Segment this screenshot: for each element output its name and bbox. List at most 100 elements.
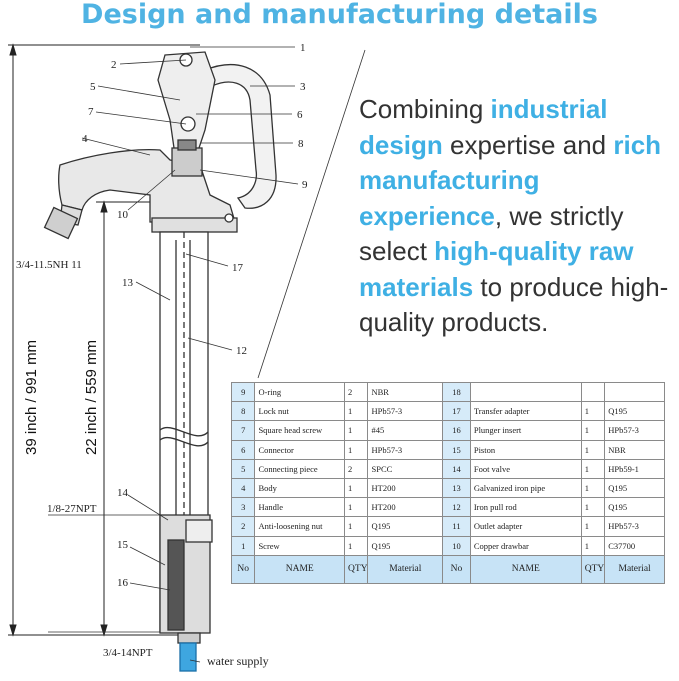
part-material: NBR bbox=[367, 381, 444, 403]
part-name: Transfer adapter bbox=[469, 401, 582, 422]
header-no: No bbox=[230, 554, 256, 584]
part-material: HT200 bbox=[367, 497, 444, 518]
part-qty: 1 bbox=[580, 458, 606, 479]
part-no: 11 bbox=[442, 516, 471, 537]
callout-6: 6 bbox=[297, 109, 303, 121]
part-name: Screw bbox=[254, 535, 346, 556]
callout-14: 14 bbox=[117, 487, 129, 499]
part-no: 3 bbox=[230, 497, 256, 518]
part-no: 15 bbox=[442, 439, 471, 460]
part-name: Galvanized iron pipe bbox=[469, 477, 582, 499]
part-qty: 1 bbox=[580, 401, 606, 422]
part-material: C37700 bbox=[604, 535, 665, 556]
promo-segment: expertise and bbox=[442, 129, 614, 160]
callout-7: 7 bbox=[88, 106, 94, 118]
part-name: Anti-loosening nut bbox=[254, 516, 346, 537]
part-no: 6 bbox=[230, 439, 256, 460]
part-qty: 1 bbox=[580, 516, 606, 537]
promo-highlight: high-quality raw materials bbox=[359, 236, 634, 302]
part-name: Handle bbox=[254, 497, 346, 518]
part-name: Piston bbox=[469, 439, 582, 460]
part-material: Q195 bbox=[604, 477, 665, 499]
part-qty: 1 bbox=[344, 439, 369, 460]
part-material: Q195 bbox=[604, 497, 665, 518]
callout-15: 15 bbox=[117, 539, 129, 551]
callout-17: 17 bbox=[232, 262, 244, 274]
part-material: HPb57-3 bbox=[367, 401, 444, 422]
callout-10: 10 bbox=[117, 209, 129, 221]
header-no-2: No bbox=[442, 554, 471, 584]
part-name: Outlet adapter bbox=[469, 516, 582, 537]
part-name: Lock nut bbox=[254, 401, 346, 422]
part-name: Plunger insert bbox=[469, 420, 582, 441]
part-material: Q195 bbox=[367, 516, 444, 537]
part-no: 9 bbox=[230, 381, 256, 403]
part-no: 18 bbox=[442, 381, 471, 403]
header-name-2: NAME bbox=[469, 554, 582, 584]
part-no: 7 bbox=[230, 420, 256, 441]
callout-9: 9 bbox=[302, 179, 308, 191]
part-material: SPCC bbox=[367, 458, 444, 479]
part-qty: 1 bbox=[580, 535, 606, 556]
callout-12: 12 bbox=[236, 345, 247, 357]
part-name: Body bbox=[254, 477, 346, 499]
callout-13: 13 bbox=[122, 277, 134, 289]
thread-mid-label: 1/8-27NPT bbox=[47, 503, 97, 515]
part-qty: 1 bbox=[344, 535, 369, 556]
header-qty-2: QTY bbox=[580, 554, 606, 584]
promo-text: Combining industrial design expertise an… bbox=[359, 92, 679, 341]
header-name: NAME bbox=[254, 554, 346, 584]
callout-3: 3 bbox=[300, 81, 306, 93]
part-material: HPb59-1 bbox=[604, 458, 665, 479]
part-material: HPb57-3 bbox=[604, 516, 665, 537]
part-material: Q195 bbox=[604, 401, 665, 422]
part-name bbox=[469, 381, 582, 403]
part-qty: 1 bbox=[580, 477, 606, 499]
part-name: Copper drawbar bbox=[469, 535, 582, 556]
part-name: Square head screw bbox=[254, 420, 346, 441]
part-qty bbox=[580, 381, 606, 403]
promo-highlight: rich manufacturing experience bbox=[359, 129, 662, 231]
part-qty: 1 bbox=[344, 420, 369, 441]
part-name: Iron pull rod bbox=[469, 497, 582, 518]
part-no: 8 bbox=[230, 401, 256, 422]
part-qty: 2 bbox=[344, 381, 369, 403]
part-no: 17 bbox=[442, 401, 471, 422]
thread-inlet-label: 3/4-14NPT bbox=[103, 647, 153, 659]
part-no: 4 bbox=[230, 477, 256, 499]
part-material: NBR bbox=[604, 439, 665, 460]
part-name: O-ring bbox=[254, 381, 346, 403]
part-material: HPb57-3 bbox=[367, 439, 444, 460]
part-name: Connecting piece bbox=[254, 458, 346, 479]
part-name: Foot valve bbox=[469, 458, 582, 479]
promo-segment: , we strictly select bbox=[359, 200, 624, 267]
part-qty: 1 bbox=[344, 477, 369, 499]
callout-numbers: 1 2 3 4 5 6 7 8 9 10 12 13 14 15 16 17 bbox=[82, 42, 308, 589]
callout-5: 5 bbox=[90, 81, 96, 93]
part-qty: 1 bbox=[580, 497, 606, 518]
water-supply-label: water supply bbox=[207, 654, 269, 668]
header-material-2: Material bbox=[604, 554, 665, 584]
part-no: 16 bbox=[442, 420, 471, 441]
callout-4: 4 bbox=[82, 133, 88, 145]
promo-segment: Combining bbox=[359, 94, 491, 124]
part-no: 1 bbox=[230, 535, 256, 556]
callout-2: 2 bbox=[111, 59, 117, 71]
callout-8: 8 bbox=[298, 138, 304, 150]
thread-outlet-label: 3/4-11.5NH 11 bbox=[16, 259, 82, 271]
part-qty: 1 bbox=[344, 401, 369, 422]
part-qty: 2 bbox=[344, 458, 369, 479]
part-qty: 1 bbox=[344, 497, 369, 518]
part-no: 2 bbox=[230, 516, 256, 537]
part-no: 13 bbox=[442, 477, 471, 499]
dimension-lines bbox=[8, 43, 200, 637]
